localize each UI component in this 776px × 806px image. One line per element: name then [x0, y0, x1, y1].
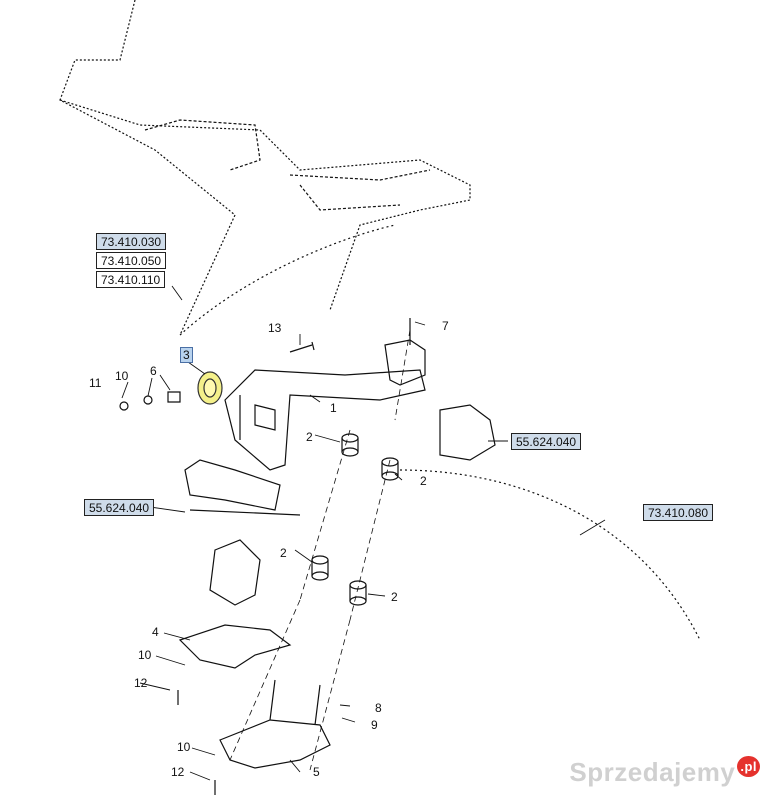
callout-2[interactable]: 2 [280, 546, 287, 560]
hydraulic-cylinder-right [439, 404, 496, 461]
leader-lines [121, 285, 606, 781]
callout-5[interactable]: 5 [313, 765, 320, 779]
ref-box-73-410-080[interactable]: 73.410.080 [643, 504, 714, 521]
bolt-13 [289, 341, 315, 353]
callout-2[interactable]: 2 [391, 590, 398, 604]
callout-7[interactable]: 7 [442, 319, 449, 333]
callout-3-selected[interactable]: 3 [180, 347, 193, 363]
watermark-logo: Sprzedajemy.pl [569, 756, 760, 788]
ref-box-73-410-110[interactable]: 73.410.110 [96, 271, 166, 288]
callout-12[interactable]: 12 [134, 676, 148, 690]
callout-4[interactable]: 4 [152, 625, 159, 639]
ref-box-55-624-040-right[interactable]: 55.624.040 [511, 433, 582, 450]
frame-lattice [144, 119, 431, 211]
washer-10 [143, 395, 153, 405]
upper-bracket-7 [384, 339, 426, 386]
nut-11 [119, 401, 129, 411]
ref-box-73-410-030[interactable]: 73.410.030 [96, 233, 167, 250]
rubber-mount-2d [349, 580, 367, 606]
bracket-part-1 [224, 369, 426, 471]
cab-frame-top [59, 99, 471, 311]
guide-lines [229, 329, 411, 771]
callout-8[interactable]: 8 [375, 701, 382, 715]
watermark-text: Sprzedajemy [569, 757, 736, 787]
callout-2[interactable]: 2 [306, 430, 313, 444]
callout-10[interactable]: 10 [138, 648, 152, 662]
bracket-plate [239, 395, 276, 440]
callout-11[interactable]: 11 [89, 376, 102, 390]
rubber-mount-2a [341, 433, 359, 457]
callout-10[interactable]: 10 [115, 369, 129, 383]
hydraulic-cylinder-left [184, 459, 301, 516]
fender-curve-upper [179, 224, 396, 336]
plate-part-4 [178, 624, 292, 669]
callout-13[interactable]: 13 [268, 321, 282, 335]
watermark-suffix: .pl [737, 756, 760, 778]
fender-curve-right [399, 469, 701, 641]
highlighted-part-3 [197, 371, 223, 405]
callout-2[interactable]: 2 [420, 474, 427, 488]
bushing-6 [167, 391, 181, 403]
callout-6[interactable]: 6 [150, 364, 157, 378]
callout-12[interactable]: 12 [171, 765, 185, 779]
base-frame-part-5 [219, 679, 331, 769]
ref-box-73-410-050[interactable]: 73.410.050 [96, 252, 167, 269]
callout-10[interactable]: 10 [177, 740, 191, 754]
callout-1[interactable]: 1 [330, 401, 337, 415]
actuator-body [209, 539, 261, 606]
rubber-mount-2c [311, 555, 329, 581]
ref-box-55-624-040-left[interactable]: 55.624.040 [84, 499, 155, 516]
callout-9[interactable]: 9 [371, 718, 378, 732]
